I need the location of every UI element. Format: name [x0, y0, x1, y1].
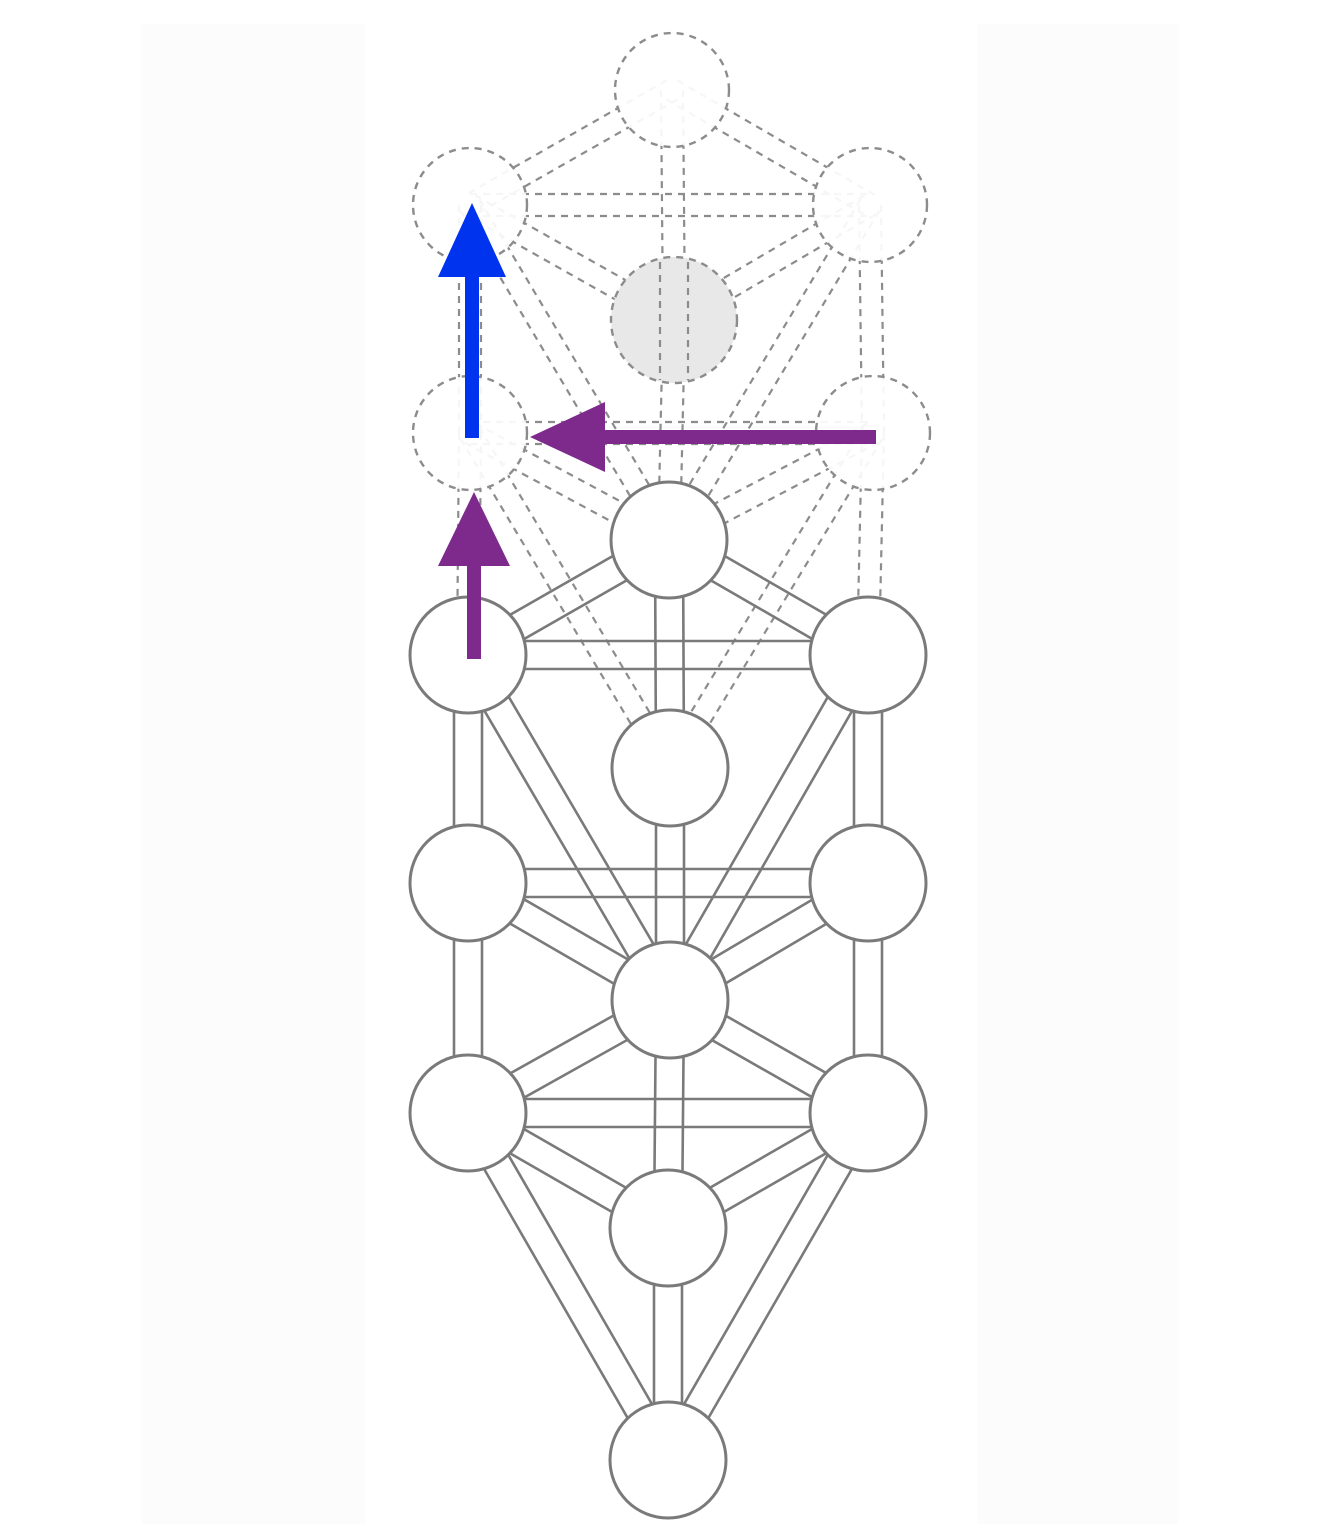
dashed-path-upper-left-2-tiphereth-upper [459, 426, 681, 775]
purple-left-arrow-head [530, 402, 605, 472]
dashed-path-upper-right-2-tiphereth-upper-line [678, 438, 884, 775]
dashed-path-upper-right-1-kether [658, 198, 881, 547]
node-right-mid [808, 823, 928, 943]
node-kether [609, 480, 729, 600]
arrows [438, 203, 876, 659]
node-upper-hidden [609, 255, 739, 385]
solid-path-chokmah-left-binah-right [468, 639, 868, 671]
solid-path-chokmah-left-center-mid-line [478, 647, 684, 994]
node-yesod [608, 1168, 728, 1288]
solid-path-left-low-malkuth [454, 1105, 682, 1468]
solid-path-right-low-malkuth-line [654, 1105, 857, 1454]
dashed-path-upper-right-1-kether-line [658, 198, 862, 535]
dashed-path-upper-right-2-tiphereth-upper-line [659, 426, 865, 763]
node-binah-right [808, 595, 928, 715]
node-tiphereth-upper [610, 708, 730, 828]
solid-path-binah-right-center-mid-line [681, 661, 882, 1008]
solid-path-binah-right-center-mid [656, 647, 882, 1008]
solid-path-left-low-malkuth-line [454, 1119, 657, 1468]
node-upper-top [613, 31, 731, 149]
solid-path-left-mid-right-mid [468, 867, 868, 899]
solid-path-right-low-malkuth-line [679, 1119, 882, 1468]
dashed-path-upper-right-2-tiphereth-upper [659, 426, 884, 775]
node-left-low [408, 1053, 528, 1173]
dashed-path-upper-right-1-kether-line [677, 210, 881, 547]
solid-path-right-low-malkuth [654, 1105, 882, 1468]
dashed-path-upper-left-1-upper-right-1 [470, 192, 870, 218]
solid-path-binah-right-center-mid-line [656, 647, 857, 994]
solid-path-left-low-right-low [468, 1097, 868, 1129]
blue-up-arrow [438, 203, 506, 438]
purple-up-arrow-head [438, 492, 510, 566]
node-right-low [808, 1053, 928, 1173]
purple-up-arrow [438, 492, 510, 659]
node-center-mid [610, 940, 730, 1060]
node-malkuth [608, 1400, 728, 1520]
solid-path-chokmah-left-center-mid [454, 647, 684, 1008]
node-left-mid [408, 823, 528, 943]
blue-up-arrow-head [438, 203, 506, 277]
node-upper-left-1 [411, 146, 529, 264]
dashed-path-upper-left-2-tiphereth-upper-line [459, 438, 662, 775]
dashed-path-upper-left-2-tiphereth-upper-line [478, 426, 681, 763]
lower-solid-nodes [408, 480, 928, 1520]
node-upper-right-1 [811, 146, 929, 264]
purple-left-arrow [530, 402, 876, 472]
solid-path-chokmah-left-center-mid-line [454, 661, 660, 1008]
solid-path-left-low-malkuth-line [479, 1105, 682, 1454]
